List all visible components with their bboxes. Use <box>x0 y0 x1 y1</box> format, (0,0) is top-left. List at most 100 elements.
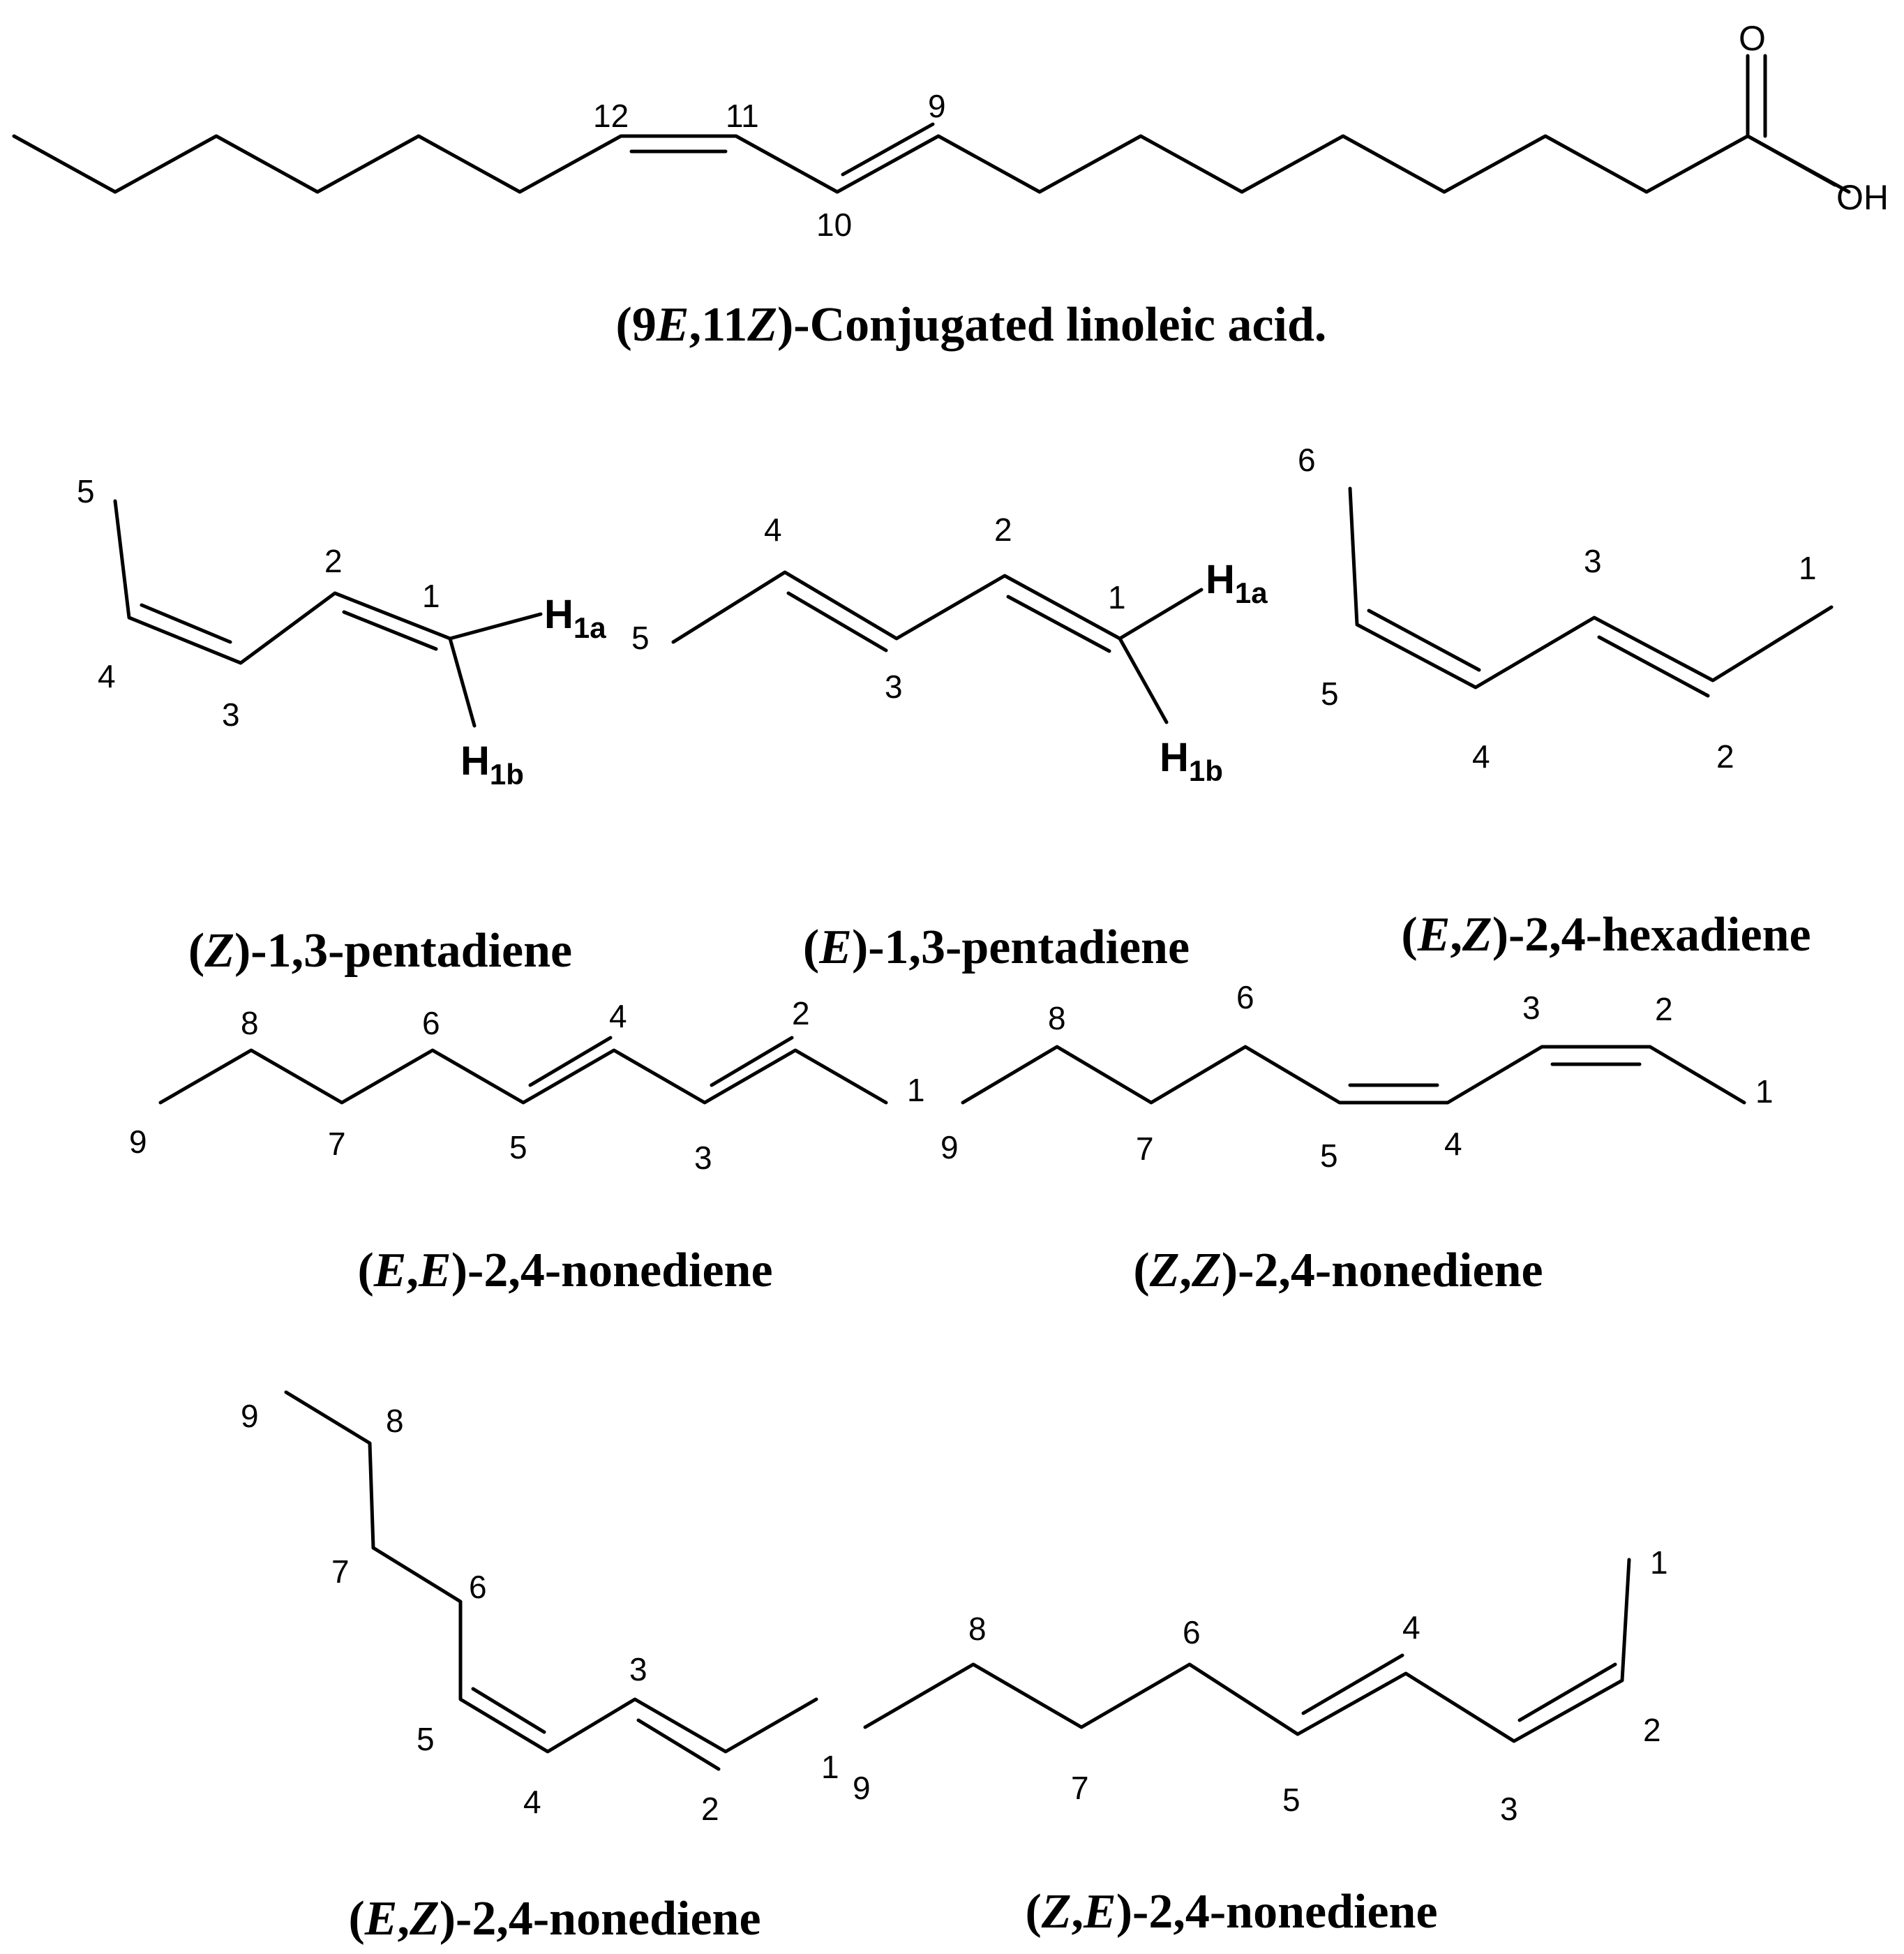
molecule-z-e-2-4-nonediene: 1 8 6 4 2 9 7 5 3 (Z,E)-2,4-nonediene <box>853 1544 1668 1939</box>
locant-label: 2 <box>1716 738 1734 775</box>
molecule-conjugated-linoleic-acid: O OH 12 11 9 10 (9E,11Z)-Conjugated lino… <box>12 19 1889 352</box>
molecule-caption: (E,Z)-2,4-hexadiene <box>1401 908 1811 962</box>
locant-label: 2 <box>1655 991 1673 1027</box>
molecule-caption: (Z,E)-2,4-nonediene <box>1025 1885 1437 1939</box>
locant-label: 11 <box>726 98 759 134</box>
locant-label: 9 <box>940 1129 959 1165</box>
locant-label: 5 <box>509 1129 527 1165</box>
double-bond-3-2 <box>1597 635 1710 698</box>
locant-label: 12 <box>593 98 629 134</box>
hydrogen-1b: H1b <box>460 738 524 791</box>
locant-label: 1 <box>422 578 440 614</box>
hydrogen-1a: H1a <box>1206 557 1268 609</box>
locant-label: 7 <box>1136 1131 1154 1167</box>
locant-label: 5 <box>631 620 650 656</box>
double-bond-5-4 <box>1367 609 1481 672</box>
locant-label: 7 <box>1071 1770 1089 1806</box>
molecule-caption: (E,Z)-2,4-nonediene <box>348 1892 760 1946</box>
skeleton-bonds <box>863 1558 1631 1743</box>
locant-label: 1 <box>821 1749 839 1785</box>
molecule-e-e-2-4-nonediene: 8 6 4 2 1 9 7 5 3 (E,E)-2,4-nonediene <box>129 995 925 1297</box>
locant-label: 10 <box>816 207 852 243</box>
double-bond-5-4 <box>471 1687 546 1734</box>
locant-label: 9 <box>928 88 946 124</box>
molecule-caption: (Z)-1,3-pentadiene <box>188 924 572 978</box>
double-bond-10-9 <box>841 122 935 177</box>
locant-label: 2 <box>994 512 1012 548</box>
locant-label: 8 <box>386 1403 404 1439</box>
locant-label: 2 <box>324 543 343 579</box>
double-bond-5-4 <box>1301 1653 1404 1715</box>
locant-label: 9 <box>129 1124 147 1160</box>
molecule-caption: (9E,11Z)-Conjugated linoleic acid. <box>616 298 1327 352</box>
hydrogen-1b: H1b <box>1160 735 1223 787</box>
bond-c1-h1a <box>1118 588 1204 641</box>
locant-label: 7 <box>328 1126 346 1162</box>
locant-label: 4 <box>1444 1126 1462 1162</box>
locant-label: 6 <box>1183 1614 1201 1650</box>
locant-label: 5 <box>1320 1138 1338 1174</box>
molecule-caption: (E,E)-2,4-nonediene <box>357 1244 772 1297</box>
locant-label: 6 <box>469 1569 487 1605</box>
double-bond-4-3 <box>786 591 888 652</box>
atom-hydroxyl: OH <box>1836 178 1889 217</box>
locant-label: 5 <box>1282 1782 1300 1818</box>
double-bond-4-3 <box>140 603 232 644</box>
locant-label: 1 <box>1799 550 1817 586</box>
skeleton-bonds <box>284 1390 818 1754</box>
locant-label: 2 <box>792 995 810 1031</box>
bond-c1-h1a <box>448 612 543 641</box>
double-bond-3-2 <box>1517 1662 1617 1722</box>
double-bond-5-4 <box>528 1036 613 1087</box>
molecule-e-z-2-4-hexadiene: 6 3 1 5 4 2 (E,Z)-2,4-hexadiene <box>1298 442 1834 962</box>
molecule-z-z-2-4-nonediene: 8 6 3 2 1 9 7 5 4 (Z,Z)-2,4-nonediene <box>940 979 1774 1297</box>
locant-label: 4 <box>764 512 782 548</box>
molecule-caption: (Z,Z)-2,4-nonediene <box>1133 1244 1543 1297</box>
skeleton-bonds <box>12 134 1851 194</box>
bond-c1-h1b <box>1118 636 1169 724</box>
locant-label: 1 <box>1755 1073 1774 1110</box>
molecule-e-1-3-pentadiene: 4 2 1 5 3 H1a H1b (E)-1,3-pentadiene <box>631 512 1268 974</box>
skeleton-bonds <box>1348 486 1834 689</box>
locant-label: 1 <box>1108 579 1126 616</box>
locant-label: 6 <box>1298 442 1316 478</box>
locant-label: 3 <box>694 1140 712 1176</box>
locant-label: 6 <box>1236 979 1254 1015</box>
bond-c1-h1b <box>448 636 477 728</box>
locant-label: 4 <box>98 658 116 694</box>
locant-label: 9 <box>853 1770 871 1806</box>
locant-label: 5 <box>77 473 95 509</box>
locant-label: 3 <box>1584 543 1602 579</box>
locant-label: 8 <box>241 1005 259 1041</box>
molecule-e-z-2-4-nonediene: 9 8 7 6 3 5 4 2 1 (E,Z)-2,4-nonediene <box>241 1390 839 1946</box>
locant-label: 2 <box>701 1791 719 1827</box>
locant-label: 1 <box>907 1072 925 1108</box>
locant-label: 8 <box>968 1611 987 1647</box>
double-bond-3-2 <box>636 1718 721 1771</box>
skeleton-bonds <box>158 1048 888 1105</box>
molecule-caption: (E)-1,3-pentadiene <box>803 920 1190 974</box>
locant-label: 5 <box>417 1721 435 1757</box>
hydroxyl-bond <box>1746 134 1837 187</box>
locant-label: 6 <box>422 1005 440 1041</box>
locant-label: 9 <box>241 1398 259 1434</box>
locant-label: 4 <box>1472 738 1490 775</box>
locant-label: 2 <box>1643 1712 1661 1748</box>
locant-label: 3 <box>885 669 903 705</box>
double-bond-3-2 <box>710 1036 794 1087</box>
hydrogen-1a: H1a <box>544 592 606 644</box>
locant-label: 4 <box>523 1784 541 1820</box>
locant-label: 3 <box>1500 1791 1518 1827</box>
molecule-z-1-3-pentadiene: 5 2 1 4 3 H1a H1b (Z)-1,3-pentadiene <box>77 473 606 978</box>
locant-label: 3 <box>222 696 240 733</box>
double-bond-2-1 <box>1006 595 1111 653</box>
locant-label: 4 <box>1402 1609 1420 1646</box>
locant-label: 3 <box>629 1651 647 1687</box>
skeleton-bonds <box>671 570 1122 644</box>
locant-label: 7 <box>331 1553 350 1590</box>
locant-label: 5 <box>1321 676 1339 712</box>
locant-label: 8 <box>1048 1000 1066 1036</box>
locant-label: 4 <box>609 998 627 1034</box>
atom-oxygen: O <box>1739 19 1766 58</box>
